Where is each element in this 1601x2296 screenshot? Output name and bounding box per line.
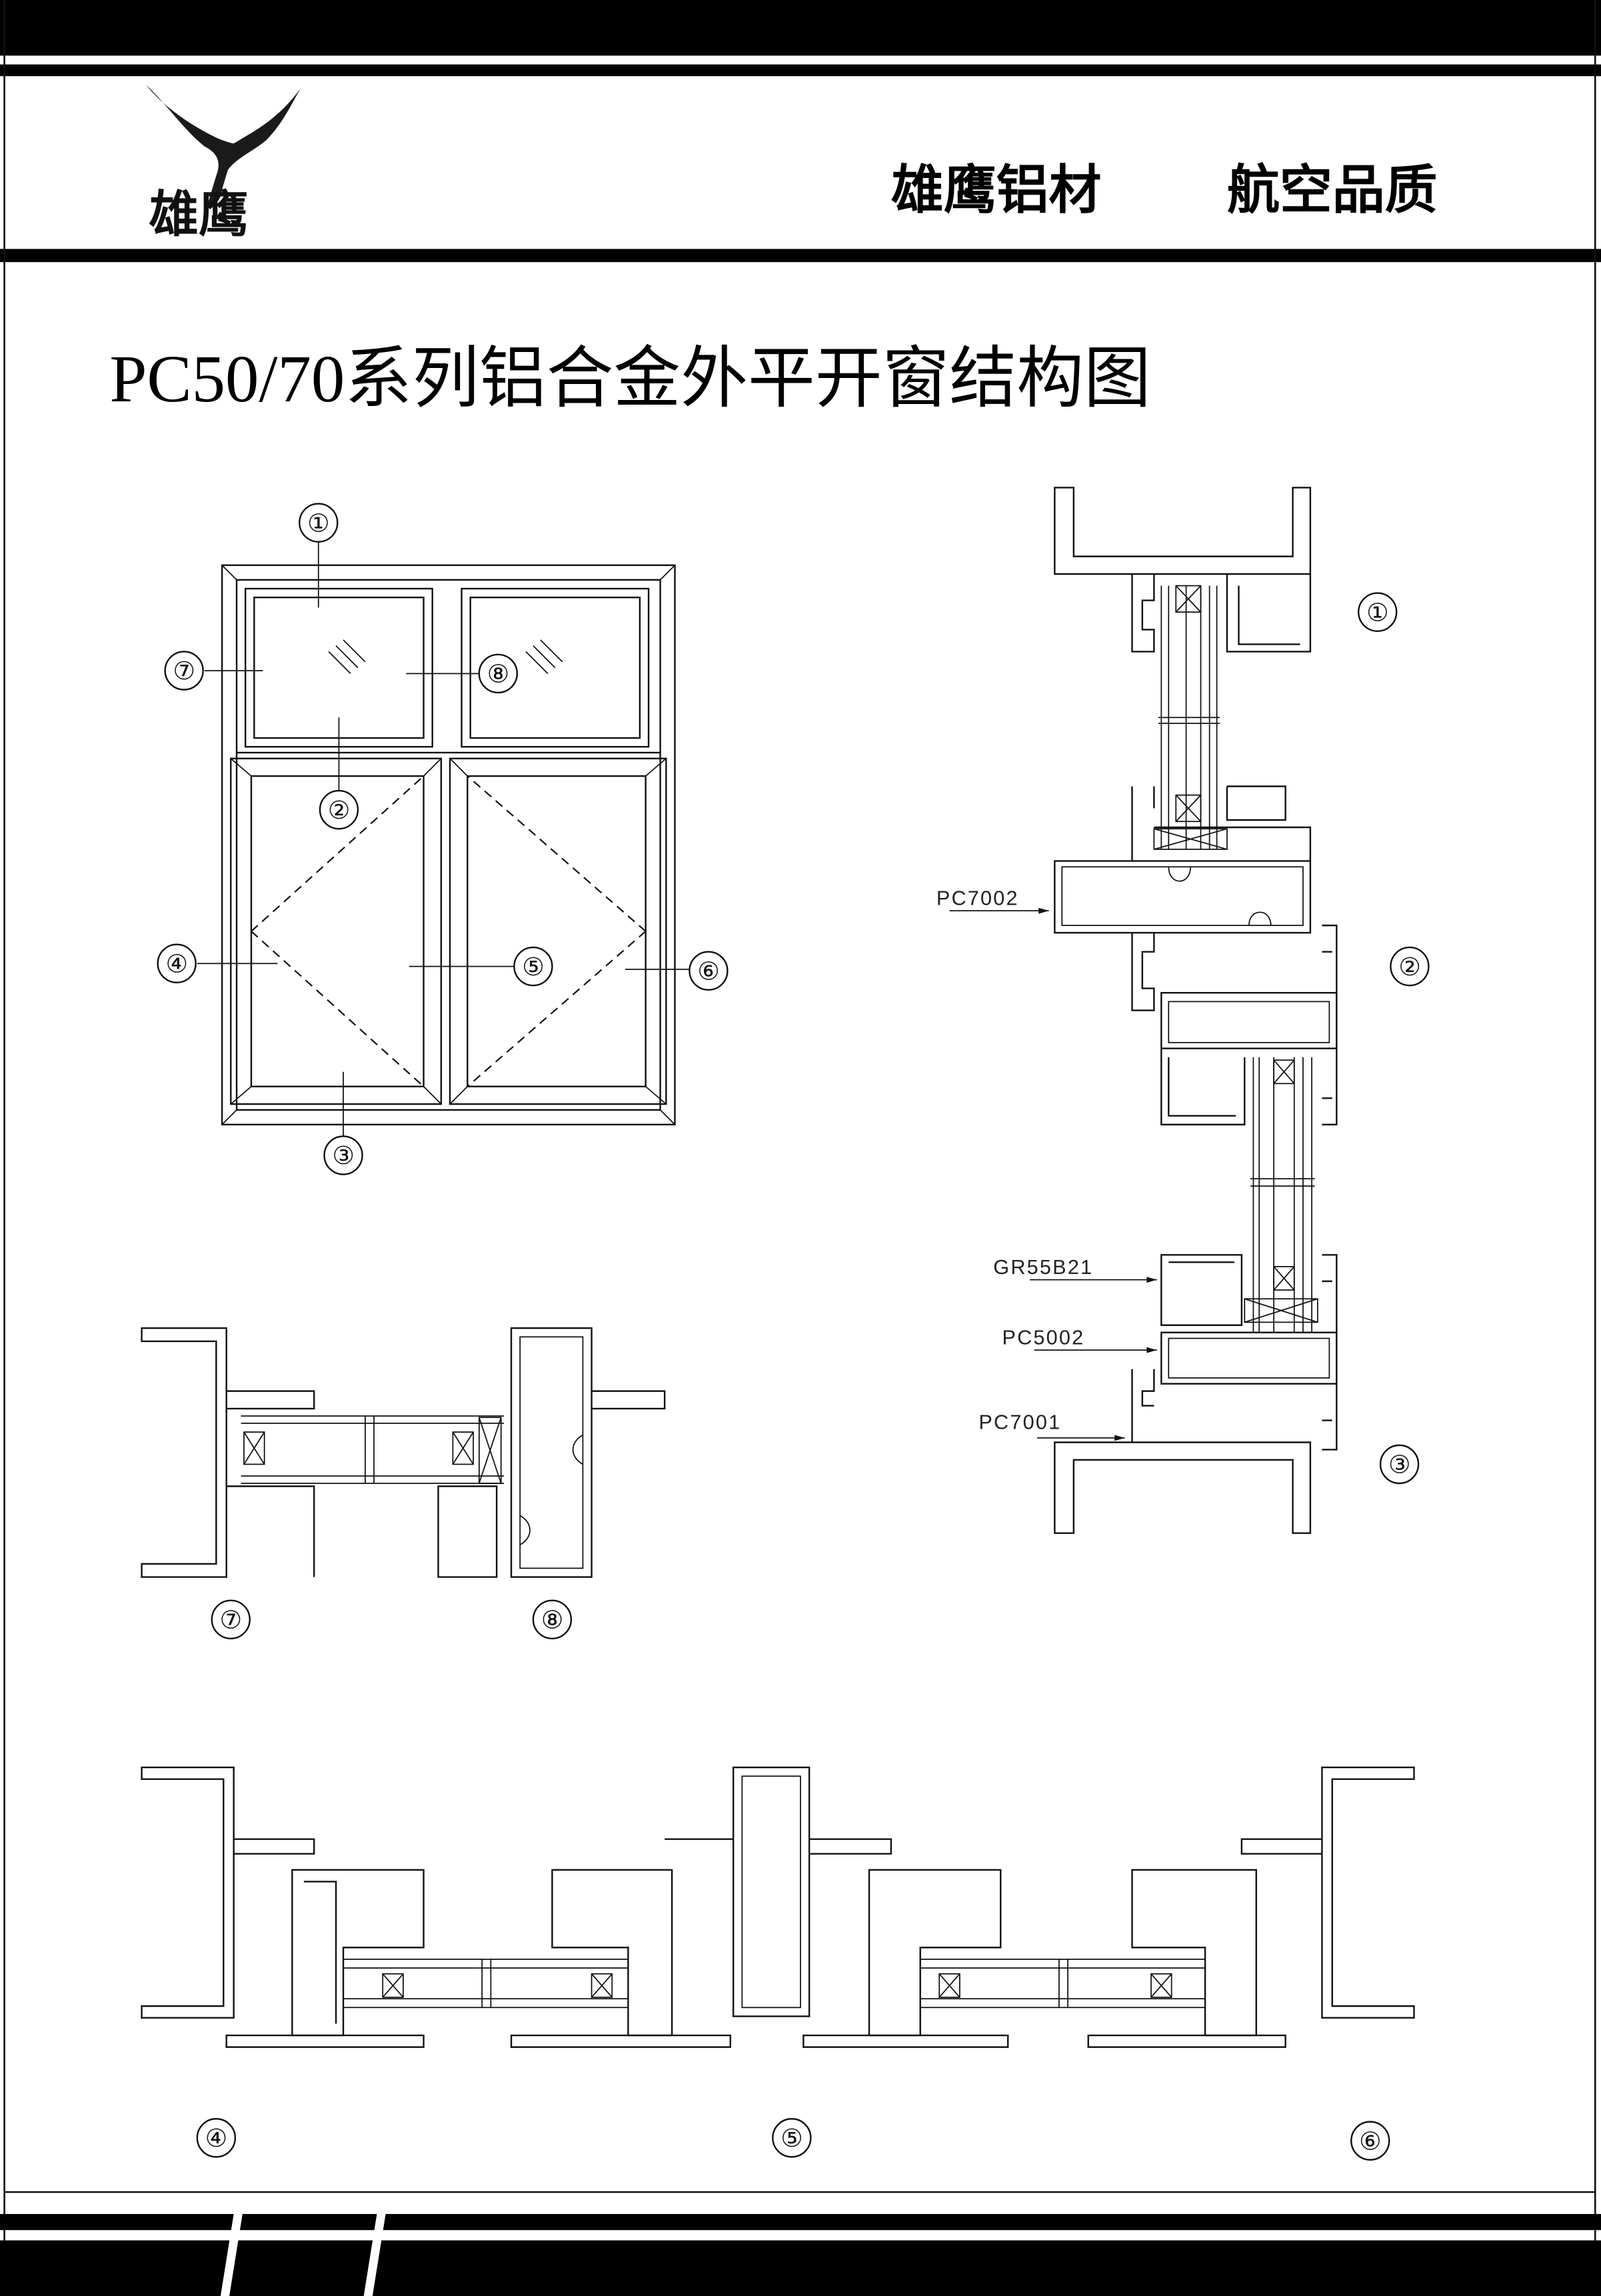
eagle-logo: [146, 85, 301, 205]
label-6: ⑥: [697, 956, 719, 985]
section456-label-6: ⑥: [1359, 2126, 1381, 2155]
vsection-label-1: ①: [1366, 597, 1388, 627]
page-title: PC50/70系列铝合金外平开窗结构图: [109, 341, 1150, 416]
vertical-section: ① ② ③ PC7002 GR55B21 PC5002 PC7001: [936, 487, 1430, 1534]
label-1: ①: [307, 508, 329, 537]
slogan-left: 雄鹰铝材: [891, 159, 1102, 221]
label-8: ⑧: [487, 659, 509, 688]
part-gr55b21: GR55B21: [993, 1255, 1093, 1279]
vsection-label-2: ②: [1398, 952, 1420, 981]
window-elevation: ① ② ③ ④ ⑤ ⑥ ⑦ ⑧: [157, 503, 729, 1175]
part-pc7001: PC7001: [978, 1411, 1061, 1434]
section78-label-8: ⑧: [541, 1605, 563, 1634]
label-3: ③: [332, 1141, 354, 1170]
label-4: ④: [165, 949, 187, 978]
slogan-right: 航空品质: [1227, 159, 1438, 221]
logo-text: 雄鹰: [149, 185, 249, 243]
label-2: ②: [328, 795, 350, 825]
section-4-5-6: ④ ⑤ ⑥: [141, 1766, 1415, 2161]
label-5: ⑤: [522, 952, 544, 981]
footer-bands: [0, 2191, 1601, 2296]
section78-label-7: ⑦: [220, 1605, 242, 1634]
section-7-8: ⑦ ⑧: [141, 1327, 666, 1640]
section456-label-5: ⑤: [781, 2123, 802, 2153]
part-pc5002: PC5002: [1002, 1325, 1084, 1349]
part-pc7002: PC7002: [936, 886, 1019, 909]
section456-label-4: ④: [205, 2123, 227, 2153]
vsection-label-3: ③: [1388, 1450, 1410, 1479]
label-7: ⑦: [173, 656, 195, 685]
